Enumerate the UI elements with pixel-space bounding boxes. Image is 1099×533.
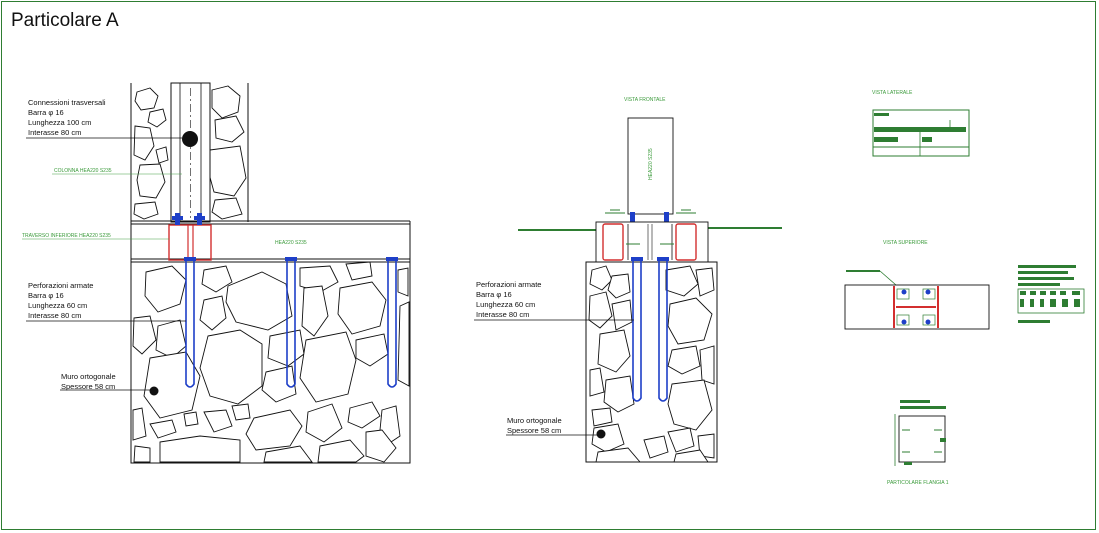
drawing-title: Particolare A: [11, 10, 119, 31]
anchor-bars: [185, 260, 397, 388]
connection-bar-dot: [182, 131, 198, 147]
front-perforazioni-line-3: Lunghezza 60 cm: [476, 300, 535, 309]
column: [170, 82, 211, 223]
connessioni-line-4: Interasse 80 cm: [28, 128, 81, 137]
front-perforazioni-line-4: Interasse 80 cm: [476, 310, 529, 319]
upper-wall: [130, 83, 249, 222]
traverso-label: TRAVERSO INFERIORE HEA220 S235: [22, 233, 111, 239]
connessioni-line-2: Barra φ 16: [28, 108, 64, 117]
vista-laterale-label: VISTA LATERALE: [872, 90, 913, 96]
perforazioni-line-4: Interasse 80 cm: [28, 311, 81, 320]
connessioni-line-3: Lunghezza 100 cm: [28, 118, 91, 127]
perforazioni-line-3: Lunghezza 60 cm: [28, 301, 87, 310]
left-detail: Connessioni trasversali Barra φ 16 Lungh…: [22, 82, 411, 464]
anchor-bar-heads: [184, 257, 398, 261]
left-leaders: [26, 137, 186, 391]
upper-wall-stones: [133, 85, 247, 220]
front-wall-marker-dot: [596, 429, 606, 439]
particolare-flangia-label: PARTICOLARE FLANGIA 1: [887, 480, 949, 486]
muro-line-1: Muro ortogonale: [61, 372, 116, 381]
top-bolts: [172, 213, 205, 225]
front-dimensions: [518, 209, 782, 231]
flange-detail: [894, 400, 946, 466]
middle-leaders: [474, 319, 634, 436]
front-anchor-heads: [631, 257, 669, 261]
front-bolts: [630, 212, 669, 224]
lower-beam: [130, 220, 411, 263]
front-perforazioni-line-2: Barra φ 16: [476, 290, 512, 299]
front-muro-line-2: Spessore 58 cm: [507, 426, 561, 435]
legend-table: [1017, 265, 1085, 323]
vista-superiore-label: VISTA SUPERIORE: [883, 240, 928, 246]
perforazioni-line-2: Barra φ 16: [28, 291, 64, 300]
colonna-label: COLONNA HEA220 S235: [54, 168, 112, 174]
vista-frontale-label: VISTA FRONTALE: [624, 97, 666, 103]
connessioni-line-1: Connessioni trasversali: [28, 98, 106, 107]
lower-wall-stones: [132, 261, 410, 463]
middle-detail: VISTA FRONTALE HEA220 S235: [474, 97, 782, 463]
front-muro-line-1: Muro ortogonale: [507, 416, 562, 425]
front-column: [627, 117, 674, 215]
muro-line-2: Spessore 58 cm: [61, 382, 115, 391]
beam-label: HEA220 S235: [275, 240, 307, 246]
perforazioni-line-1: Perforazioni armate: [28, 281, 93, 290]
side-view: [872, 109, 970, 157]
front-column-label: HEA220 S235: [648, 148, 654, 180]
top-view: [844, 270, 990, 330]
front-perforazioni-line-1: Perforazioni armate: [476, 280, 541, 289]
left-green-leaders: [22, 173, 182, 240]
wall-marker-dot: [149, 386, 159, 396]
front-base: [595, 221, 709, 263]
front-anchor-bars: [632, 260, 668, 402]
right-detail: VISTA LATERALE VISTA SUPERIORE: [844, 90, 1085, 486]
